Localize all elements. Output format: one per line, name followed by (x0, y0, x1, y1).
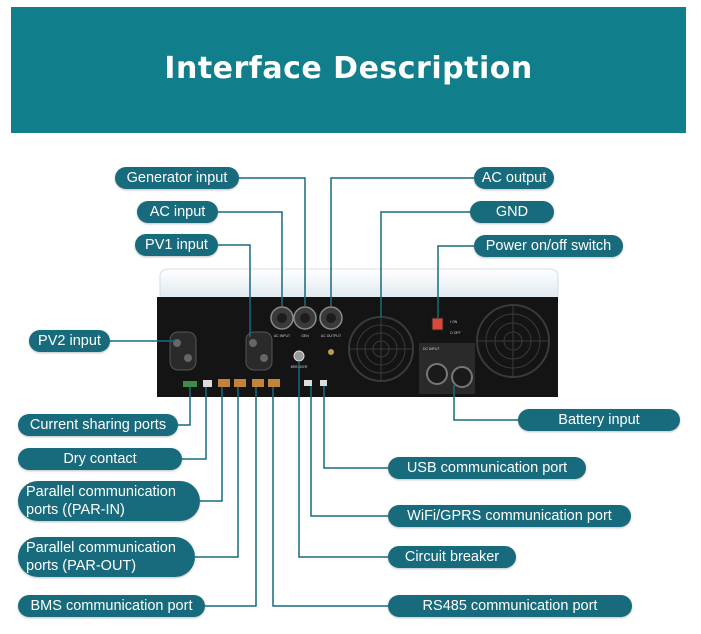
label-pv1-input: PV1 input (135, 234, 218, 256)
battery-negative-icon (426, 363, 448, 385)
ac-input-port-icon (270, 306, 294, 330)
label-generator-input: Generator input (115, 167, 239, 189)
inverter-top-housing (159, 268, 559, 299)
battery-port-text: DC INPUT (423, 347, 440, 351)
switch-on-text: I ON (450, 320, 458, 324)
wifi-port-icon (304, 380, 312, 386)
label-current-sharing-ports: Current sharing ports (18, 414, 178, 436)
page-title: Interface Description (164, 51, 533, 86)
gen-port-icon (293, 306, 317, 330)
fan-icon (348, 316, 414, 382)
label-gnd: GND (470, 201, 554, 223)
pv2-connector-icon (169, 331, 197, 371)
label-ac-output: AC output (474, 167, 554, 189)
dry-contact-icon (203, 380, 212, 387)
ac-input-port-text: AC INPUT (274, 334, 291, 338)
label-battery-input: Battery input (518, 409, 680, 431)
gnd-screw-icon (328, 349, 334, 355)
label-pv2-input: PV2 input (29, 330, 110, 352)
current-sharing-port-icon (183, 381, 197, 387)
label-par-out-line2: ports (PAR-OUT) (26, 558, 137, 574)
label-par-in-line2: ports ((PAR-IN) (26, 502, 125, 518)
label-circuit-breaker: Circuit breaker (388, 546, 516, 568)
rs485-port-icon (268, 379, 280, 387)
battery-positive-icon (451, 366, 473, 388)
label-usb-port: USB communication port (388, 457, 586, 479)
label-par-in: Parallel communication ports ((PAR-IN) (18, 481, 200, 521)
label-power-switch: Power on/off switch (474, 235, 623, 257)
leader-lines (110, 177, 518, 607)
ac-output-port-text: AC OUTPUT (321, 334, 342, 338)
bms-port-icon (252, 379, 264, 387)
header-banner: Interface Description (11, 7, 686, 133)
pv1-connector-icon (245, 331, 273, 371)
breaker-icon (293, 350, 305, 362)
label-dry-contact: Dry contact (18, 448, 182, 470)
label-par-in-line1: Parallel communication (26, 484, 176, 500)
par-out-port-icon (234, 379, 246, 387)
label-rs485-port: RS485 communication port (388, 595, 632, 617)
fan-icon-right (476, 304, 550, 378)
power-switch-icon (431, 317, 444, 331)
ac-output-port-icon (319, 306, 343, 330)
par-in-port-icon (218, 379, 230, 387)
label-par-out: Parallel communication ports (PAR-OUT) (18, 537, 195, 577)
label-ac-input: AC input (137, 201, 218, 223)
usb-port-icon (320, 380, 327, 386)
label-bms-port: BMS communication port (18, 595, 205, 617)
gen-port-text: GEN (301, 334, 309, 338)
label-wifi-port: WiFi/GPRS communication port (388, 505, 631, 527)
label-par-out-line1: Parallel communication (26, 540, 176, 556)
switch-off-text: O OFF (450, 331, 461, 335)
